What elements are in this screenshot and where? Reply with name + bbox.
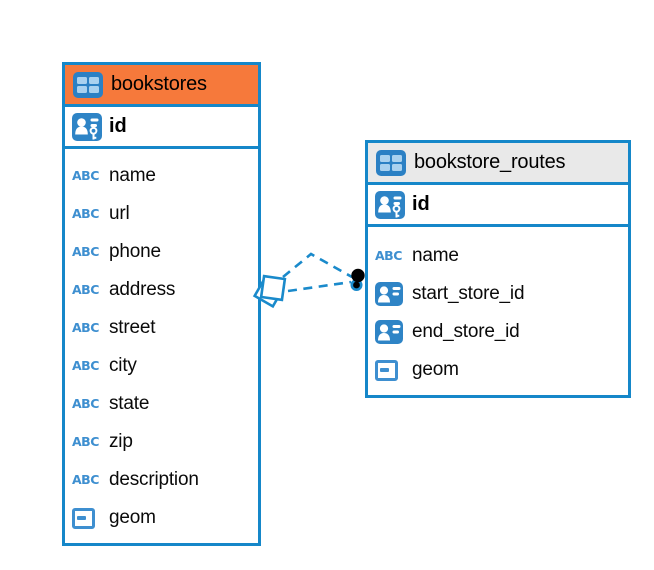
text-type-icon: ABC: [375, 247, 402, 263]
foreign-key-icon: [375, 320, 405, 344]
column-row-start-store-id[interactable]: start_store_id: [368, 275, 628, 313]
column-row-city[interactable]: ABC city: [65, 347, 258, 385]
primary-key-icon: [375, 190, 405, 219]
text-type-icon: ABC: [72, 243, 99, 259]
column-label: name: [109, 165, 156, 186]
column-label: zip: [109, 431, 133, 452]
column-row-end-store-id[interactable]: end_store_id: [368, 313, 628, 351]
table-icon: [376, 149, 406, 176]
column-row-id[interactable]: id: [65, 107, 258, 149]
table-header-bookstores[interactable]: bookstores: [65, 65, 258, 107]
column-row-name[interactable]: ABC name: [65, 157, 258, 195]
column-label: city: [109, 355, 137, 376]
entity-table-bookstore-routes[interactable]: bookstore_routes id ABC name start_store…: [365, 140, 631, 398]
text-type-icon: ABC: [72, 319, 99, 335]
column-label: id: [109, 115, 127, 137]
column-row-url[interactable]: ABC url: [65, 195, 258, 233]
table-title: bookstores: [111, 73, 207, 95]
entity-table-bookstores[interactable]: bookstores id ABC name ABC url ABC phone…: [62, 62, 261, 546]
column-label: id: [412, 193, 430, 215]
text-type-icon: ABC: [72, 471, 99, 487]
column-label: start_store_id: [412, 283, 525, 304]
column-label: name: [412, 245, 459, 266]
text-type-icon: ABC: [72, 205, 99, 221]
text-type-icon: ABC: [72, 395, 99, 411]
table-title: bookstore_routes: [414, 151, 566, 173]
column-label: url: [109, 203, 130, 224]
geometry-type-icon: [375, 359, 405, 381]
column-row-description[interactable]: ABC description: [65, 461, 258, 499]
column-row-id[interactable]: id: [368, 185, 628, 227]
column-label: street: [109, 317, 156, 338]
foreign-key-icon: [375, 282, 405, 306]
column-label: geom: [412, 359, 459, 380]
column-label: phone: [109, 241, 161, 262]
column-row-state[interactable]: ABC state: [65, 385, 258, 423]
primary-key-icon: [72, 112, 102, 141]
column-label: description: [109, 469, 199, 490]
column-label: address: [109, 279, 176, 300]
column-label: state: [109, 393, 150, 414]
column-label: geom: [109, 507, 156, 528]
table-icon: [73, 71, 103, 98]
table-header-bookstore-routes[interactable]: bookstore_routes: [368, 143, 628, 185]
text-type-icon: ABC: [72, 433, 99, 449]
dot-marker: [350, 268, 365, 291]
text-type-icon: ABC: [72, 167, 99, 183]
column-row-name[interactable]: ABC name: [368, 237, 628, 275]
text-type-icon: ABC: [72, 281, 99, 297]
column-row-street[interactable]: ABC street: [65, 309, 258, 347]
relationship-line-2[interactable]: [287, 280, 352, 293]
column-label: end_store_id: [412, 321, 520, 342]
column-row-phone[interactable]: ABC phone: [65, 233, 258, 271]
geometry-type-icon: [72, 507, 102, 529]
column-row-geom[interactable]: geom: [65, 499, 258, 537]
text-type-icon: ABC: [72, 357, 99, 373]
column-row-geom[interactable]: geom: [368, 351, 628, 389]
relationship-line-1[interactable]: [282, 252, 353, 279]
column-row-zip[interactable]: ABC zip: [65, 423, 258, 461]
column-row-address[interactable]: ABC address: [65, 271, 258, 309]
